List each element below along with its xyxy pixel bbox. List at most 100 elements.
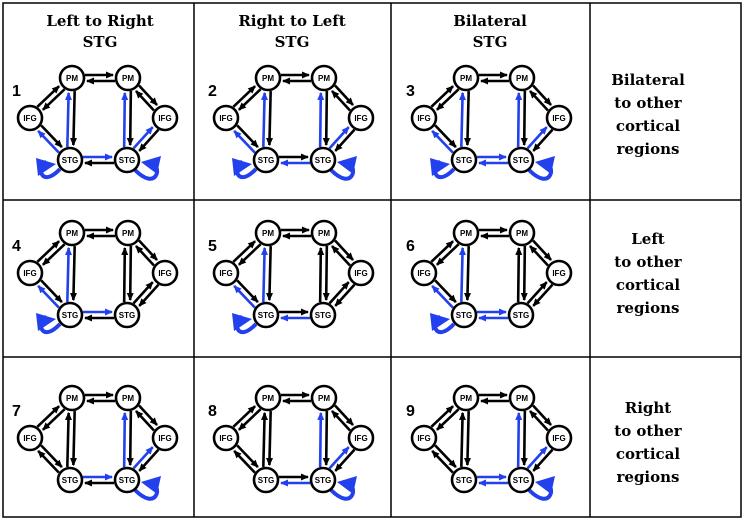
stg-node-left: STG bbox=[56, 466, 84, 494]
node-label: IFG bbox=[552, 114, 565, 123]
self-connection-head bbox=[232, 158, 252, 176]
pm-node-right: PM bbox=[310, 64, 338, 92]
ifg-stg-connection-right bbox=[526, 446, 548, 470]
pm-ifg-connection-left bbox=[238, 408, 262, 431]
ifg-stg-connection-left bbox=[40, 444, 63, 468]
ifg-stg-connection-right bbox=[334, 128, 356, 152]
ifg-node-left: IFG bbox=[410, 104, 438, 132]
ifg-node-right: IFG bbox=[347, 424, 375, 452]
pm-ifg-connection-left bbox=[36, 85, 60, 108]
row-label-line: Right bbox=[625, 399, 672, 417]
pm-ifg-connection-right bbox=[334, 239, 354, 261]
pm-stg-connection-right bbox=[317, 411, 325, 467]
pm-stg-connection-right bbox=[322, 411, 330, 467]
pm-ifg-connection-right bbox=[135, 410, 155, 432]
ifg-stg-connection-left bbox=[236, 444, 259, 468]
stg-node-right: STG bbox=[309, 301, 337, 329]
node-label: STG bbox=[315, 311, 331, 320]
panel-number: 8 bbox=[208, 403, 217, 420]
stg-node-left: STG bbox=[450, 466, 478, 494]
pm-stg-connection-left bbox=[260, 411, 268, 467]
pm-ifg-connection-right bbox=[331, 410, 351, 432]
pm-ifg-connection-left bbox=[42, 88, 66, 111]
node-label: STG bbox=[456, 476, 472, 485]
node-label: PM bbox=[262, 394, 274, 403]
node-label: PM bbox=[516, 394, 528, 403]
ifg-node-right: IFG bbox=[347, 259, 375, 287]
pm-node-left: PM bbox=[254, 384, 282, 412]
self-connection-head bbox=[36, 313, 56, 331]
pm-stg-connection-right bbox=[322, 246, 330, 302]
ifg-node-left: IFG bbox=[212, 259, 240, 287]
pm-stg-connection-left bbox=[458, 411, 466, 467]
row-label-line: regions bbox=[617, 299, 680, 317]
ifg-stg-connection-left bbox=[233, 285, 256, 309]
ifg-stg-connection-left bbox=[40, 279, 63, 303]
pm-stg-connection-right bbox=[520, 91, 528, 147]
ifg-stg-connection-right bbox=[138, 283, 160, 307]
node-label: IFG bbox=[354, 114, 367, 123]
pm-node-left: PM bbox=[58, 64, 86, 92]
stg-node-right: STG bbox=[113, 301, 141, 329]
pm-ifg-connection-right bbox=[138, 239, 158, 261]
node-label: STG bbox=[513, 311, 529, 320]
stg-node-left: STG bbox=[252, 301, 280, 329]
pm-node-right: PM bbox=[508, 384, 536, 412]
pm-node-left: PM bbox=[58, 384, 86, 412]
pm-ifg-connection-right bbox=[532, 84, 552, 106]
node-label: IFG bbox=[417, 269, 430, 278]
node-label: STG bbox=[119, 156, 135, 165]
node-label: IFG bbox=[417, 434, 430, 443]
pm-ifg-connection-left bbox=[430, 85, 454, 108]
pm-stg-connection-left bbox=[260, 246, 268, 302]
pm-stg-connection-right bbox=[520, 246, 528, 302]
ifg-stg-connection-right bbox=[532, 128, 554, 152]
node-label: IFG bbox=[23, 269, 36, 278]
row-label-line: to other bbox=[614, 94, 683, 112]
ifg-node-left: IFG bbox=[16, 424, 44, 452]
ifg-stg-connection-right bbox=[328, 126, 350, 150]
pm-stg-connection-right bbox=[121, 91, 129, 147]
pm-ifg-connection-right bbox=[331, 245, 351, 267]
panel-number: 7 bbox=[12, 403, 21, 420]
node-label: IFG bbox=[552, 269, 565, 278]
pm-ifg-connection-left bbox=[232, 405, 256, 428]
self-connection-head bbox=[430, 158, 450, 176]
ifg-stg-connection-right bbox=[526, 281, 548, 305]
pm-node-right: PM bbox=[508, 219, 536, 247]
panel-number: 3 bbox=[406, 83, 415, 100]
node-label: PM bbox=[460, 74, 472, 83]
ifg-stg-connection-left bbox=[434, 444, 457, 468]
ifg-stg-connection-right bbox=[132, 281, 154, 305]
row-label-line: regions bbox=[617, 140, 680, 158]
ifg-stg-connection-right bbox=[328, 446, 350, 470]
stg-node-right: STG bbox=[309, 466, 337, 494]
node-label: STG bbox=[258, 156, 274, 165]
pm-stg-connection-left bbox=[70, 246, 78, 302]
ifg-stg-connection-left bbox=[233, 450, 256, 474]
pm-node-left: PM bbox=[254, 64, 282, 92]
node-label: IFG bbox=[158, 434, 171, 443]
node-label: PM bbox=[66, 74, 78, 83]
pm-ifg-connection-left bbox=[436, 408, 460, 431]
row-label-line: cortical bbox=[616, 445, 681, 463]
stg-node-right: STG bbox=[507, 301, 535, 329]
pm-node-left: PM bbox=[254, 219, 282, 247]
panel-number: 1 bbox=[12, 83, 21, 100]
node-label: PM bbox=[318, 394, 330, 403]
column-header-line: STG bbox=[275, 33, 310, 51]
ifg-node-left: IFG bbox=[212, 424, 240, 452]
pm-stg-connection-right bbox=[126, 411, 134, 467]
column-header-line: STG bbox=[83, 33, 118, 51]
pm-ifg-connection-right bbox=[334, 84, 354, 106]
node-label: STG bbox=[119, 476, 135, 485]
stg-node-left: STG bbox=[450, 301, 478, 329]
node-label: PM bbox=[318, 74, 330, 83]
pm-stg-connection-left bbox=[266, 411, 274, 467]
self-connection-head bbox=[141, 156, 161, 174]
